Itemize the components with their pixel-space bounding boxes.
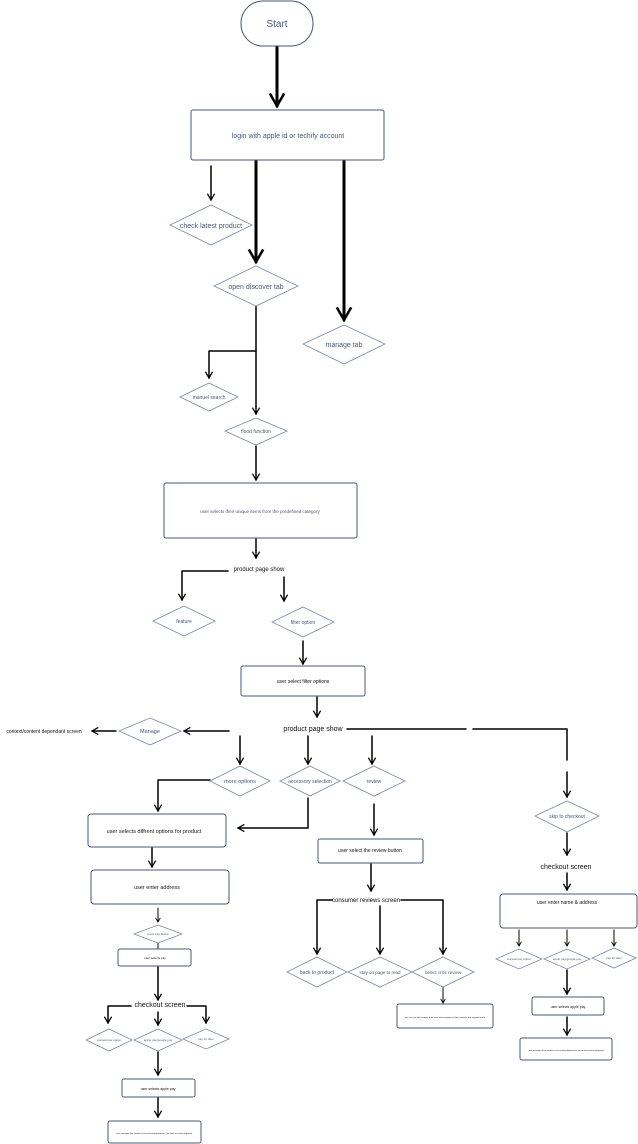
apple-pay-left-node[interactable]: apple pay/google pay: [133, 1028, 183, 1052]
login-node[interactable]: login with apple id or techify account: [190, 109, 385, 161]
stay-on-page-label: stay on page to read: [359, 970, 401, 975]
checkout-screen-left-label: checkout screen: [135, 1002, 186, 1009]
feature-label: feature: [176, 619, 192, 625]
accessory-selection-node[interactable]: accessory selection: [279, 765, 341, 797]
critic-note-label: you can see the reviews from critic and …: [405, 1016, 486, 1019]
arrow-accessory-selects: [236, 797, 309, 833]
user-enter-address-node[interactable]: user enter address: [90, 869, 230, 905]
manage-tab-node[interactable]: manage tab: [302, 324, 386, 365]
manage-tab-label: manage tab: [326, 342, 363, 349]
arrow-consumer-critic: [400, 899, 448, 956]
user-enter-name-address-label: user enter name & address: [537, 900, 598, 906]
context-screen-label: context/content dependant screen: [6, 729, 82, 735]
press-pay-button-node[interactable]: press pay button: [132, 924, 184, 944]
more-options-label: more options: [224, 779, 256, 785]
flood-function-node[interactable]: flood function: [223, 417, 289, 446]
arrow-checkout-manual: [103, 1005, 132, 1025]
filter-option-label: filter option: [291, 620, 316, 626]
manual-pay-left-label: manual pay option: [97, 1038, 122, 1042]
check-latest-node[interactable]: check latest product: [169, 204, 253, 246]
user-selects-pay-node[interactable]: user selects pay: [117, 948, 192, 967]
manual-search-node[interactable]: manuel search: [179, 382, 239, 412]
apple-pay-right-node[interactable]: apple pay/google pay: [542, 948, 592, 970]
arrow-pps2-skip: [472, 728, 568, 761]
skip-to-checkout-node[interactable]: skip to checkout: [534, 800, 600, 833]
stay-on-page-node[interactable]: stay on page to read: [347, 956, 413, 988]
user-selects-options-label: user selects diffrent options for produc…: [107, 829, 202, 835]
skip-to-checkout-label: skip to checkout: [549, 814, 585, 820]
select-critic-review-label: select critic review: [425, 970, 462, 975]
login-label: login with apple id or techify account: [232, 133, 345, 140]
pay-later-right-label: pay for later: [606, 956, 622, 960]
manual-pay-right-node[interactable]: manual pay option: [494, 948, 544, 970]
manage-label: Manage: [140, 729, 160, 735]
check-latest-label: check latest product: [180, 223, 242, 230]
final-note-left-node[interactable]: user manages their products via tracking…: [107, 1120, 202, 1144]
user-selects-items-label: user selects their unique items from the…: [200, 509, 320, 514]
user-selects-apple-pay-right-label: user selects apple pay: [551, 1005, 586, 1009]
final-note-right-label: user manages their products via tracking…: [528, 1049, 604, 1052]
filter-option-node[interactable]: filter option: [271, 606, 335, 638]
back-to-product-node[interactable]: back to product: [286, 956, 348, 988]
consumer-reviews-screen-label: consumer reviews screen: [332, 898, 400, 904]
review-label: review: [367, 779, 382, 785]
apple-pay-left-label: apple pay/google pay: [144, 1038, 173, 1042]
user-selects-items-node[interactable]: user selects their unique items from the…: [163, 482, 358, 539]
select-critic-review-node[interactable]: select critic review: [411, 956, 475, 988]
user-select-filter-node[interactable]: user select filter options: [240, 665, 366, 697]
arrow-checkout-later: [186, 1005, 211, 1025]
manual-pay-right-label: manual pay option: [507, 957, 532, 961]
start-label: Start: [266, 19, 287, 30]
arrow-consumer-back: [312, 899, 333, 956]
product-page-show-2-label: product page show: [283, 726, 343, 733]
more-options-node[interactable]: more options: [209, 765, 271, 797]
open-discover-node[interactable]: open discover tab: [213, 265, 299, 307]
manual-pay-left-node[interactable]: manual pay option: [85, 1028, 133, 1052]
manual-search-label: manuel search: [193, 395, 226, 401]
pay-later-left-node[interactable]: pay for later: [181, 1028, 231, 1050]
arrow-pps1-feature: [177, 570, 229, 602]
press-pay-button-label: press pay button: [147, 932, 170, 936]
manage-node[interactable]: Manage: [117, 717, 183, 746]
user-enter-name-address-node[interactable]: user enter name & address: [499, 893, 638, 929]
user-selects-apple-pay-left-label: user selects apple pay: [141, 1087, 176, 1091]
pay-later-left-label: pay for later: [198, 1037, 214, 1041]
user-select-filter-label: user select filter options: [277, 679, 330, 685]
back-to-product-label: back to product: [300, 970, 335, 976]
checkout-screen-right-label: checkout screen: [541, 864, 592, 871]
apple-pay-right-label: apple pay/google pay: [553, 957, 582, 961]
feature-node[interactable]: feature: [152, 605, 216, 637]
accessory-selection-label: accessory selection: [288, 779, 332, 785]
flood-function-label: flood function: [241, 429, 271, 435]
user-select-review-button-label: user select the review button: [338, 848, 402, 854]
user-selects-apple-pay-left-node[interactable]: user selects apple pay: [121, 1078, 196, 1098]
arrow-more-selects: [153, 779, 211, 813]
start-node[interactable]: Start: [240, 0, 314, 47]
user-selects-apple-pay-right-node[interactable]: user selects apple pay: [531, 996, 605, 1016]
user-enter-address-label: user enter address: [134, 885, 180, 891]
open-discover-label: open discover tab: [228, 284, 283, 291]
pay-later-right-node[interactable]: pay for later: [591, 947, 637, 969]
final-note-right-node[interactable]: user manages their products via tracking…: [519, 1037, 613, 1061]
review-node[interactable]: review: [342, 765, 406, 797]
user-select-review-button-node[interactable]: user select the review button: [317, 838, 424, 864]
arrow-discover-manual: [204, 305, 257, 380]
connectors: [90, 44, 617, 1119]
user-selects-pay-label: user selects pay: [144, 956, 166, 960]
critic-note-node[interactable]: you can see the reviews from critic and …: [396, 1003, 494, 1029]
user-selects-options-node[interactable]: user selects diffrent options for produc…: [87, 813, 227, 848]
product-page-show-1-label: product page show: [234, 567, 285, 573]
final-note-left-label: user manages their products via tracking…: [116, 1132, 193, 1135]
